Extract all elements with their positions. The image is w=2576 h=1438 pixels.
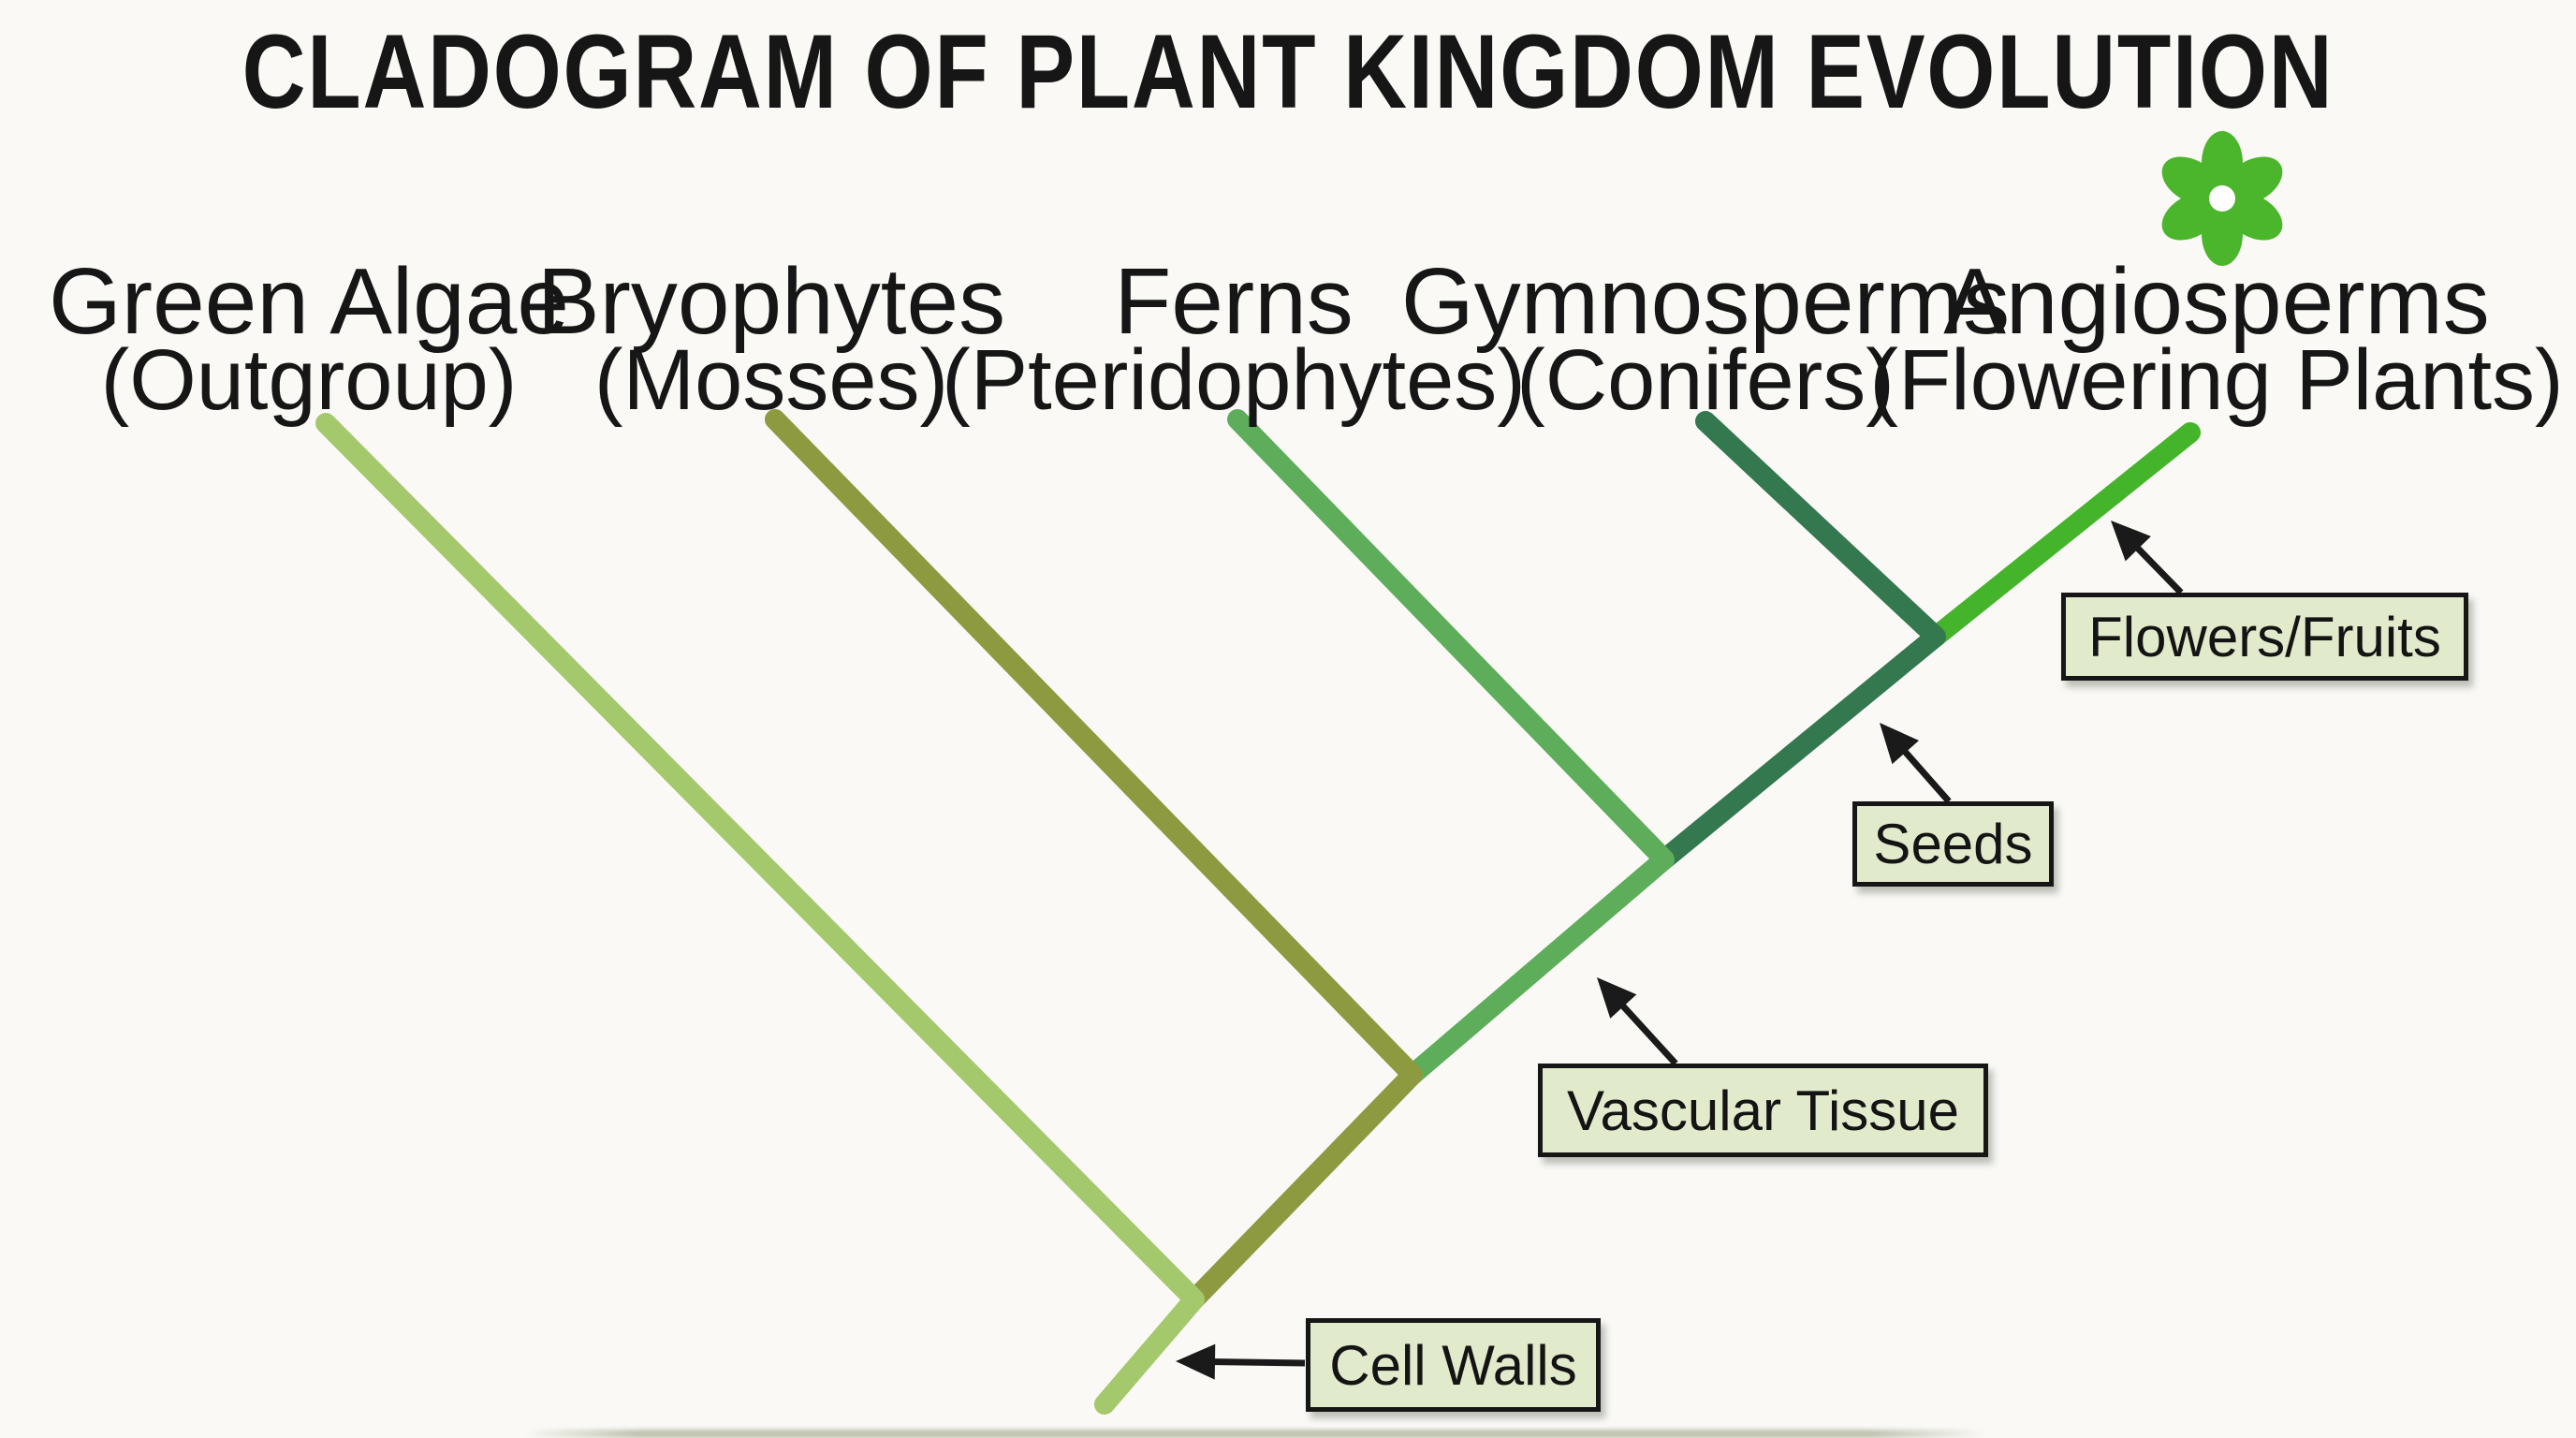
feature-label: Cell Walls	[1329, 1333, 1577, 1397]
cell-walls-arrowhead	[1176, 1343, 1216, 1380]
diagram-title: CLADOGRAM OF PLANT KINGDOM EVOLUTION	[242, 13, 2334, 130]
feature-label: Flowers/Fruits	[2088, 605, 2441, 668]
seeds-arrow-shaft	[1899, 745, 1952, 804]
scan-artifact-line	[524, 1430, 1984, 1438]
feature-label: Seeds	[1873, 813, 2033, 875]
vascular-tissue-arrow-shaft	[1617, 1000, 1678, 1066]
bryophyte-stem-line	[765, 409, 1423, 1310]
gymnosperm-stem-line	[1654, 411, 1946, 870]
flowers-fruits-arrowhead	[2111, 521, 2151, 562]
green-algae-stem-line	[315, 413, 1205, 1415]
feature-box-vascular-tissue: Vascular Tissue	[1538, 1064, 1988, 1157]
feature-box-cell-walls: Cell Walls	[1306, 1318, 1601, 1412]
flower-icon	[2161, 131, 2283, 266]
vascular-tissue-arrowhead	[1597, 977, 1637, 1019]
flowers-fruits-arrow-shaft	[2131, 542, 2184, 595]
cell-walls-arrow-shaft	[1208, 1358, 1306, 1367]
feature-label: Vascular Tissue	[1566, 1078, 1960, 1142]
feature-box-seeds: Seeds	[1852, 801, 2054, 887]
feature-box-flowers-fruits: Flowers/Fruits	[2061, 593, 2468, 681]
angiosperm-stem-line	[1925, 422, 2201, 647]
seeds-arrowhead	[1880, 723, 1920, 765]
flower-center-hole	[2209, 185, 2235, 212]
fern-stem-line	[1227, 409, 1675, 1085]
